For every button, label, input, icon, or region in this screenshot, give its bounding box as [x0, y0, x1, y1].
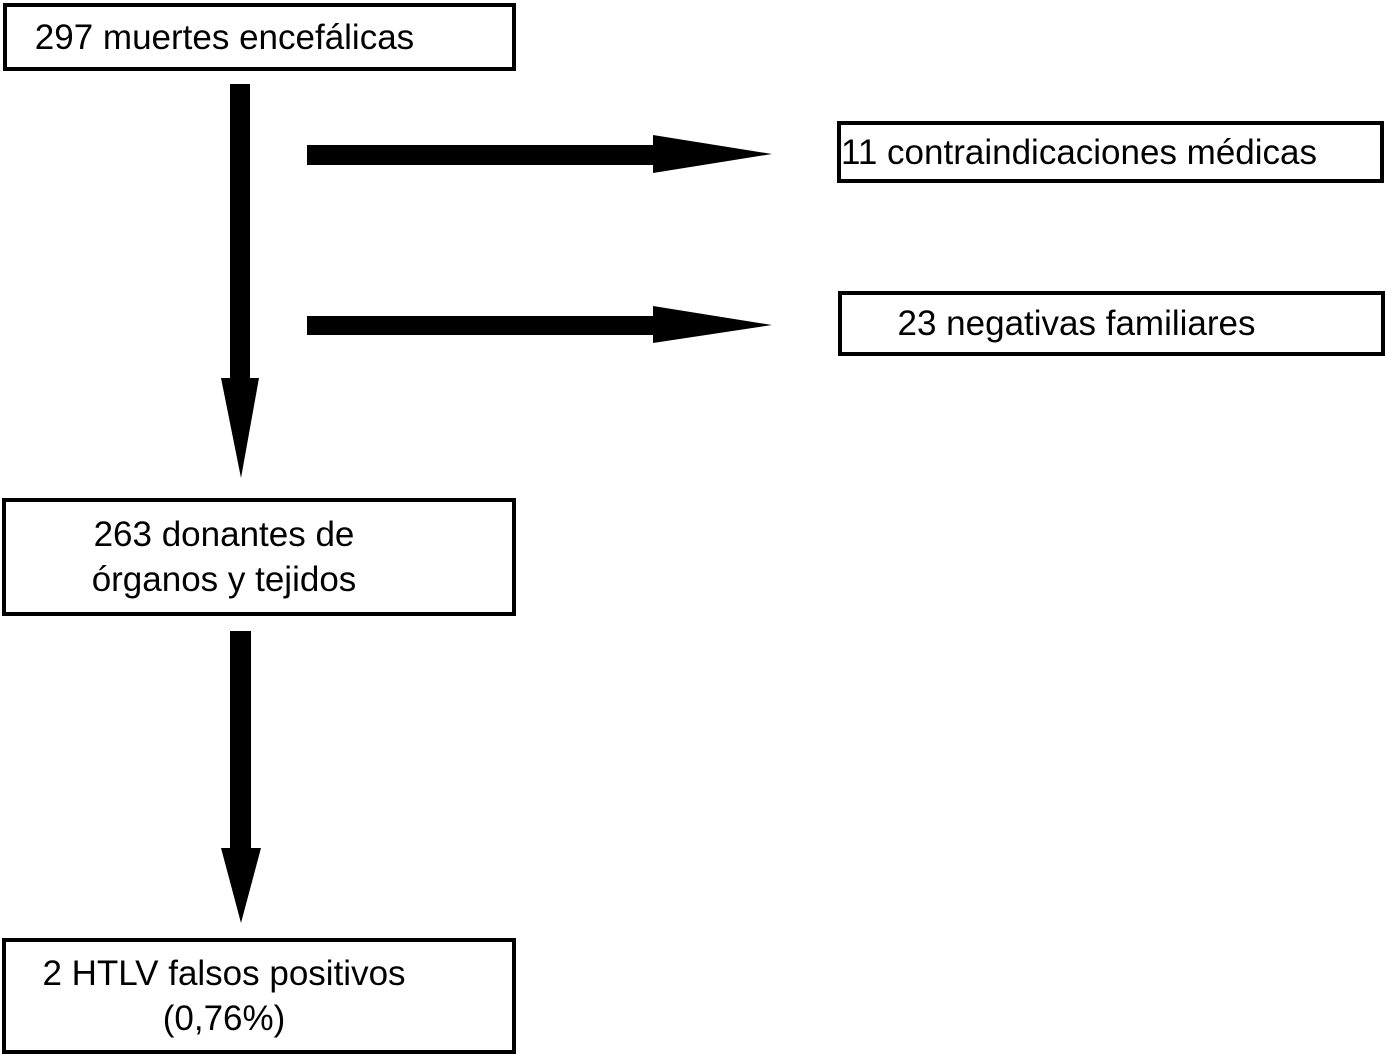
right-arrow-shaft — [307, 316, 668, 335]
right-arrow-to-family-refusals — [307, 306, 772, 343]
node-family-refusals: 23 negativas familiares — [838, 291, 1385, 356]
down-arrow-head — [221, 848, 261, 923]
node-htlv-false-positives-label-line1: 2 HTLV falsos positivos — [42, 954, 406, 993]
node-organ-tissue-donors: 263 donantes de órganos y tejidos — [2, 498, 516, 616]
node-htlv-false-positives-label-line2: (0,76%) — [162, 999, 286, 1038]
node-brain-deaths-label: 297 muertes encefálicas — [34, 17, 415, 57]
down-arrow-head — [221, 378, 259, 478]
right-arrow-head — [653, 135, 772, 173]
node-family-refusals-label: 23 negativas familiares — [897, 304, 1256, 343]
node-brain-deaths: 297 muertes encefálicas — [3, 3, 516, 71]
node-organ-tissue-donors-label-line2: órganos y tejidos — [91, 560, 357, 599]
right-arrow-to-medical-contraindications — [307, 135, 772, 173]
down-arrow-shaft — [230, 631, 251, 850]
node-htlv-false-positives: 2 HTLV falsos positivos (0,76%) — [2, 938, 516, 1054]
down-arrow-shaft — [230, 84, 250, 379]
down-arrow-donors-to-htlv — [221, 631, 261, 923]
right-arrow-shaft — [307, 145, 668, 165]
right-arrow-head — [653, 306, 772, 343]
node-medical-contraindications-label: 11 contraindicaciones médicas — [841, 132, 1318, 172]
node-organ-tissue-donors-label-line1: 263 donantes de — [93, 515, 355, 554]
node-medical-contraindications: 11 contraindicaciones médicas — [837, 121, 1384, 183]
down-arrow-brain-deaths-to-donors — [221, 84, 259, 478]
